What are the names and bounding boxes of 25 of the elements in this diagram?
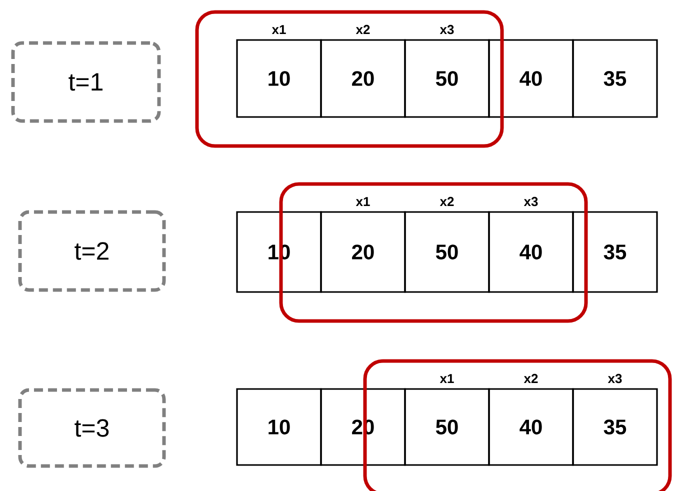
array-cell: 10 xyxy=(236,39,322,118)
variable-label: x3 xyxy=(440,24,454,34)
variable-label: x2 xyxy=(524,374,538,383)
array-cell: 35 xyxy=(572,211,658,293)
time-step-box: t=3 xyxy=(18,388,166,468)
variable-label: x2 xyxy=(440,196,454,206)
array-cell: 40 xyxy=(488,39,574,118)
variable-label: x1 xyxy=(440,374,454,383)
variable-label: x1 xyxy=(272,25,286,34)
variable-label: x1 xyxy=(356,197,370,206)
array-cell: 50 xyxy=(404,39,490,118)
array-cell: 35 xyxy=(572,39,658,118)
array-cell: 50 xyxy=(404,388,490,466)
array-cell: 35 xyxy=(572,388,658,466)
array-cell: 50 xyxy=(404,211,490,293)
array-cell: 40 xyxy=(488,388,574,466)
variable-label: x3 xyxy=(524,196,538,206)
time-step-box: t=2 xyxy=(18,210,166,292)
time-step-box: t=1 xyxy=(11,41,161,123)
variable-label: x3 xyxy=(608,374,622,384)
variable-label: x2 xyxy=(356,24,370,34)
array-cell: 20 xyxy=(320,39,406,118)
array-cell: 20 xyxy=(320,211,406,293)
array-cell: 40 xyxy=(488,211,574,293)
array-cell: 10 xyxy=(236,388,322,466)
